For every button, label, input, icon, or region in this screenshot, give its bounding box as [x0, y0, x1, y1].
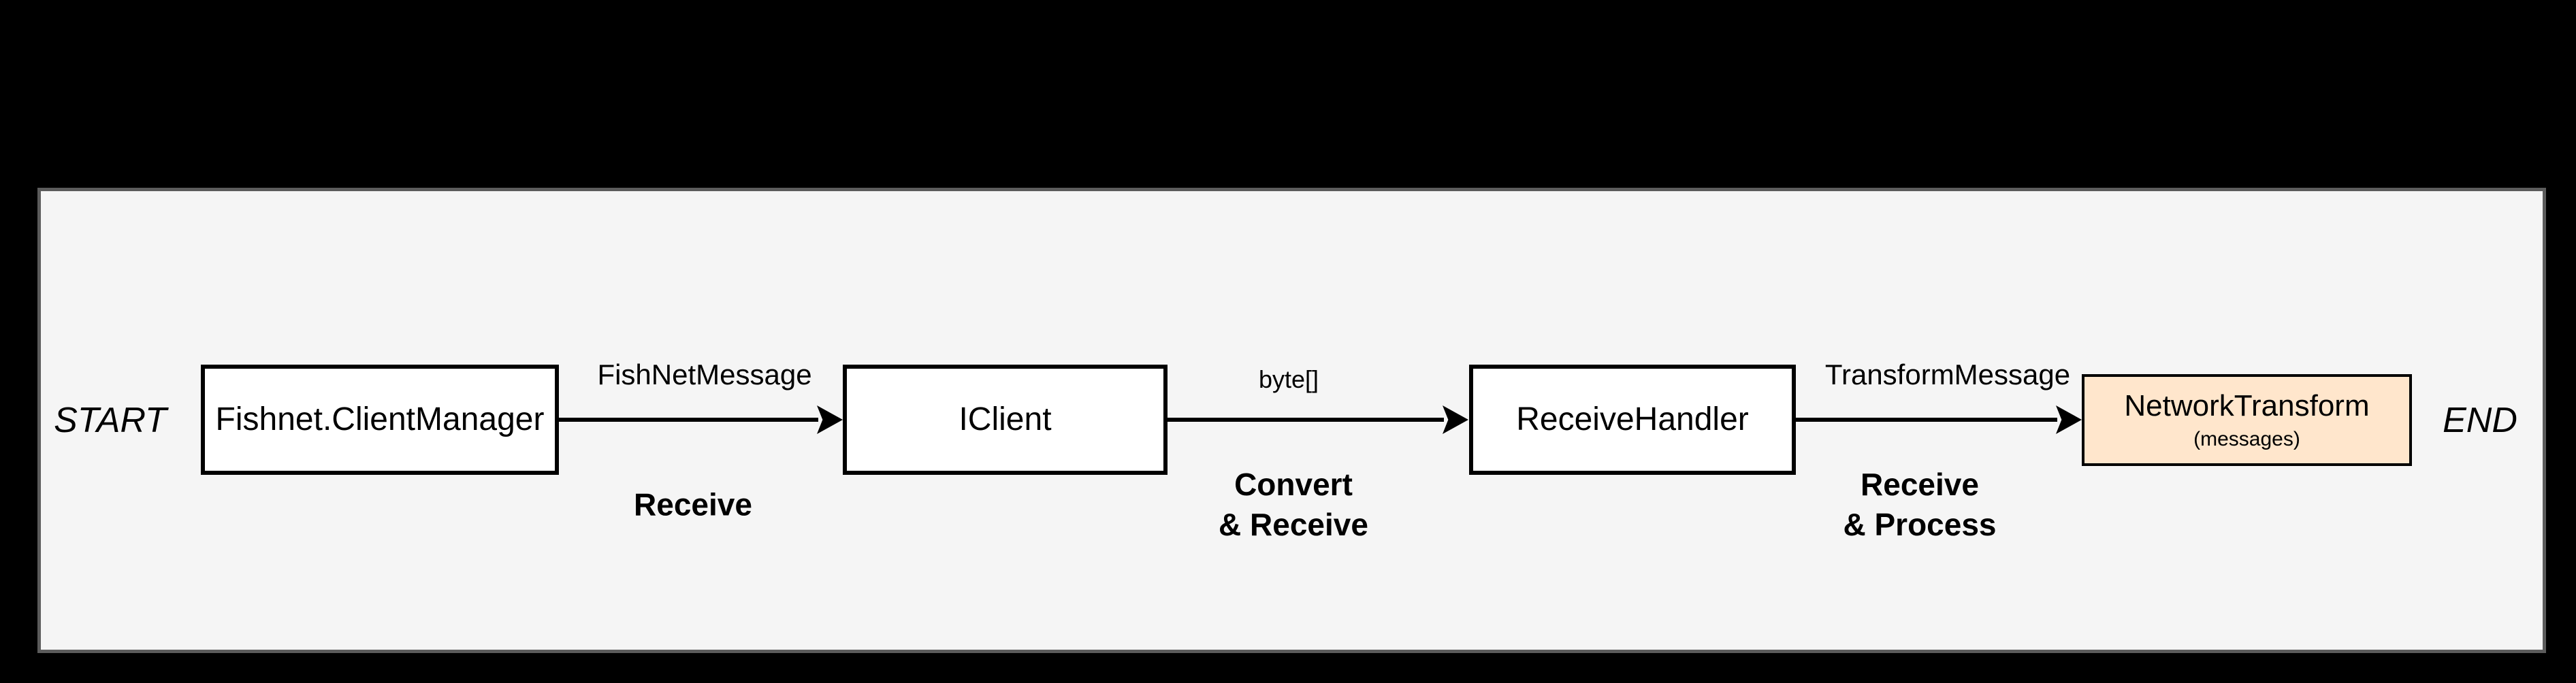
- edge-action-line: Convert: [1234, 467, 1353, 502]
- node-networktransform: NetworkTransform (messages): [2082, 374, 2412, 466]
- node-receivehandler: ReceiveHandler: [1469, 365, 1796, 475]
- edge-action-label: Convert & Receive: [1219, 465, 1368, 545]
- edge-action-line: Receive: [634, 486, 752, 522]
- edge-action-line: & Process: [1843, 507, 1997, 542]
- arrow-line: [1168, 418, 1444, 422]
- node-label: ReceiveHandler: [1516, 401, 1749, 437]
- edge-action-line: Receive: [1861, 467, 1979, 502]
- edge-action-label: Receive: [634, 485, 752, 525]
- arrow-line: [1796, 418, 2057, 422]
- edge-data-label: TransformMessage: [1824, 359, 2071, 390]
- start-label: START: [54, 401, 167, 440]
- node-sublabel: (messages): [2193, 427, 2300, 450]
- edge-data-label: FishNetMessage: [597, 359, 812, 390]
- node-label: IClient: [959, 401, 1052, 437]
- edge-data-label: byte[]: [1258, 365, 1319, 393]
- node-label: Fishnet.ClientManager: [215, 401, 545, 437]
- arrow-line: [559, 418, 818, 422]
- node-fishnet-clientmanager: Fishnet.ClientManager: [201, 365, 559, 475]
- node-label: NetworkTransform: [2124, 389, 2370, 423]
- node-iclient: IClient: [843, 365, 1168, 475]
- edge-action-line: & Receive: [1219, 507, 1368, 542]
- edge-action-label: Receive & Process: [1843, 465, 1996, 545]
- end-label: END: [2443, 401, 2517, 440]
